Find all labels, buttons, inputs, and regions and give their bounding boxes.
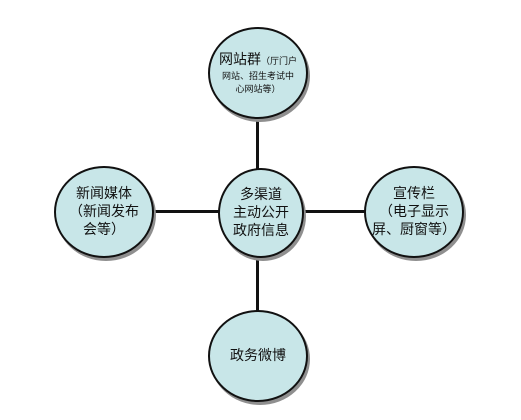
left-line-2: （新闻发布: [69, 203, 139, 220]
top-title: 网站群: [218, 52, 261, 69]
top-detail-3: 心网站等）: [235, 85, 281, 96]
top-node: 网站群（厅门户 网站、招生考试中 心网站等）: [208, 27, 308, 119]
right-line-1: 宣传栏: [393, 185, 435, 202]
connector-right: [296, 210, 372, 213]
left-node: 新闻媒体 （新闻发布 会等）: [54, 166, 154, 258]
right-line-3: 屏、厨窗等）: [372, 222, 456, 239]
connector-left: [152, 210, 222, 213]
right-line-2: （电子显示: [379, 203, 449, 220]
center-line-1: 多渠道: [240, 186, 282, 203]
left-line-1: 新闻媒体: [76, 185, 132, 202]
center-line-3: 政府信息: [233, 223, 289, 240]
top-detail-1: （厅门户: [260, 57, 297, 68]
connector-top: [256, 114, 259, 176]
bottom-line-1: 政务微博: [230, 347, 286, 364]
bottom-node: 政务微博: [208, 310, 308, 402]
center-node: 多渠道 主动公开 政府信息: [218, 168, 304, 258]
right-node: 宣传栏 （电子显示 屏、厨窗等）: [364, 166, 464, 258]
connector-bottom: [256, 256, 259, 316]
left-line-3: 会等）: [83, 222, 125, 239]
top-detail-2: 网站、招生考试中: [221, 71, 294, 82]
center-line-2: 主动公开: [233, 204, 289, 221]
